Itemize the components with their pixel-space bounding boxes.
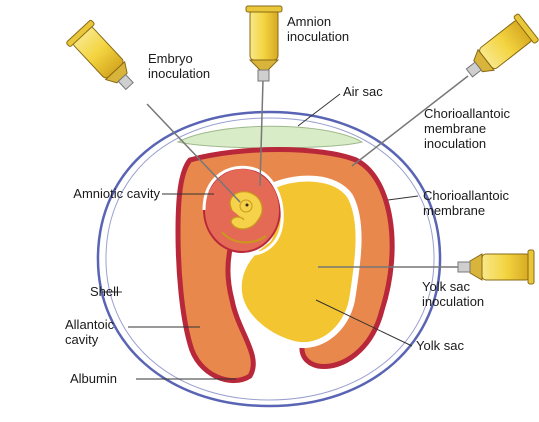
label-albumin: Albumin <box>70 371 117 386</box>
embryo-syringe <box>66 20 142 98</box>
label-amniotic-cavity: Amniotic cavity <box>4 186 160 201</box>
label-yolk-sac: Yolk sac <box>416 338 464 353</box>
label-embryo-inoculation: Embryo inoculation <box>148 51 210 81</box>
label-chorioallantoic-membrane: Chorioallantoic membrane <box>423 188 509 218</box>
cam-syringe <box>459 13 539 86</box>
label-amnion-inoculation: Amnion inoculation <box>287 14 349 44</box>
label-allantoic-cavity: Allantoic cavity <box>65 317 114 347</box>
label-yolk-sac-inoculation: Yolk sac inoculation <box>422 279 484 309</box>
label-shell: Shell <box>90 284 119 299</box>
amnion-syringe <box>246 6 282 81</box>
label-air-sac: Air sac <box>343 84 383 99</box>
label-chorioallantoic-membrane-inoculation: Chorioallantoic membrane inoculation <box>424 106 510 151</box>
